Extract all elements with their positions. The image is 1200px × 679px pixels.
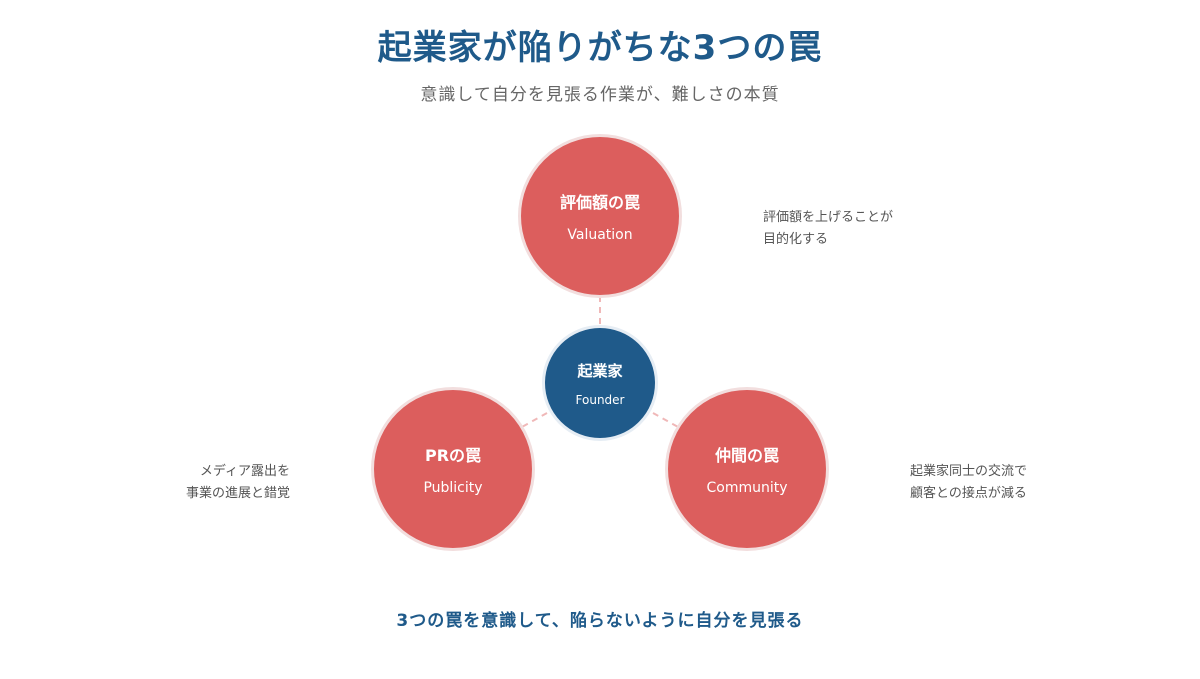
founder-sub: Founder <box>575 392 625 407</box>
trap-valuation-desc-line: 目的化する <box>763 232 829 247</box>
trap-publicity-sub: Publicity <box>423 480 483 496</box>
founder-label: 起業家 <box>577 361 623 380</box>
founder-circle: 起業家 Founder <box>542 325 658 441</box>
trap-publicity-label: PRの罠 <box>424 446 482 465</box>
trap-community-desc-line: 顧客との接点が減る <box>910 486 1027 501</box>
trap-community-label: 仲間の罠 <box>714 446 779 465</box>
trap-community-sub: Community <box>706 480 788 496</box>
connector-community <box>652 412 679 428</box>
page-subtitle: 意識して自分を見張る作業が、難しさの本質 <box>420 85 780 105</box>
footer-message: 3つの罠を意識して、陥らないように自分を見張る <box>396 611 804 631</box>
connector-publicity <box>521 412 548 428</box>
trap-valuation-description: 評価額を上げることが 目的化する <box>763 207 893 251</box>
trap-community-description: 起業家同士の交流で 顧客との接点が減る <box>910 461 1027 505</box>
trap-community-desc-line: 起業家同士の交流で <box>910 464 1028 479</box>
trap-valuation-desc-line: 評価額を上げることが <box>763 210 894 225</box>
trap-publicity-description: メディア露出を 事業の進展と錯覚 <box>150 461 290 505</box>
trap-publicity-desc-line: メディア露出を <box>199 464 290 479</box>
trap-community-circle: 仲間の罠 Community <box>665 387 829 551</box>
trap-valuation-label: 評価額の罠 <box>559 193 640 212</box>
trap-valuation-sub: Valuation <box>567 227 633 243</box>
trap-publicity-desc-line: 事業の進展と錯覚 <box>185 486 290 501</box>
page-title: 起業家が陥りがちな3つの罠 <box>377 28 823 68</box>
trap-publicity-circle: PRの罠 Publicity <box>371 387 535 551</box>
trap-valuation-circle: 評価額の罠 Valuation <box>518 134 682 298</box>
